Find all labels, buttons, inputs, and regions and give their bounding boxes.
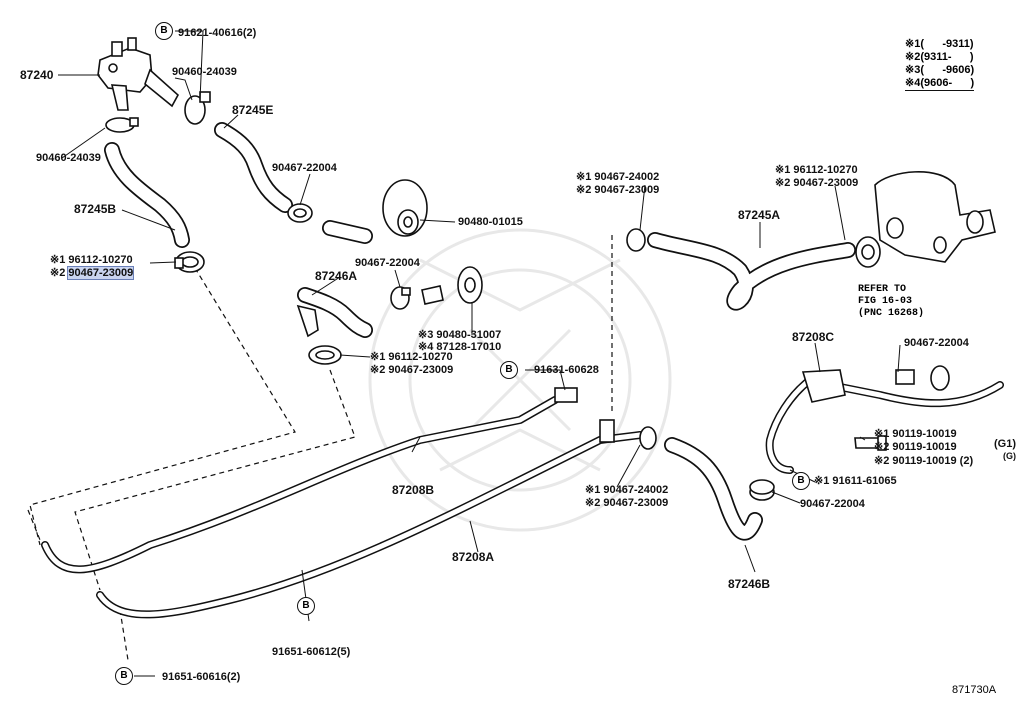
bolt-marker-b: B <box>500 361 518 379</box>
legend-row-3: ※3( -9606) <box>905 64 974 77</box>
dashed-guides <box>27 235 613 661</box>
label-87128: ※4 87128-17010 <box>418 341 502 353</box>
label-96112-b: ※1 96112-10270 <box>370 351 453 363</box>
label-g: (G) <box>1003 451 1016 461</box>
bolt-marker-b: B <box>155 22 173 40</box>
label-91621: 91621-40616(2) <box>178 27 257 39</box>
label-90467-23009-b: ※2 90467-23009 <box>370 364 454 376</box>
bolt-marker-b: B <box>792 472 810 490</box>
refer-line-3: (PNC 16268) <box>858 308 925 319</box>
refer-line-2: FIG 16-03 <box>858 296 913 307</box>
water-valve-87240 <box>97 37 180 111</box>
label-87245a: 87245A <box>738 208 781 222</box>
diagram-number: 871730A <box>952 684 997 696</box>
clamps-87245a <box>626 228 881 268</box>
watermark <box>368 228 672 532</box>
refer-line-1: REFER TO <box>858 284 907 295</box>
label-90467-22004-a: 90467-22004 <box>272 162 337 174</box>
legend-mark: ※2 <box>905 51 921 63</box>
label-90467-23009-e: ※2 90467-23009 <box>585 497 669 509</box>
label-90467-24002-b: ※1 90467-24002 <box>585 484 669 496</box>
pipe-87208a <box>96 419 657 619</box>
label-87246a: 87246A <box>315 269 358 283</box>
hose-87246a <box>296 287 373 338</box>
label-87245e: 87245E <box>232 103 274 117</box>
label-91631: 91631-60628 <box>534 364 599 376</box>
label-87208b: 87208B <box>392 483 435 497</box>
label-87246b: 87246B <box>728 577 771 591</box>
label-90119-1: ※1 90119-10019 <box>874 428 957 440</box>
legend-row-1: ※1( -9311) <box>905 38 974 51</box>
legend-range: (9606- ) <box>920 77 975 89</box>
legend-range: ( -9311) <box>920 38 974 50</box>
legend-row-2: ※2(9311- ) <box>905 51 974 64</box>
label-90460-b: 90460-24039 <box>36 152 101 164</box>
label-91611: ※1 91611-61065 <box>814 475 897 487</box>
legend-row-4: ※4(9606- ) <box>905 77 975 91</box>
hose-87245e <box>214 122 293 213</box>
label-87245b: 87245B <box>74 202 117 216</box>
clamp-87245e <box>287 203 313 223</box>
label-90119-2-g: ※2 90119-10019 (2) <box>874 455 974 467</box>
hose-87245b <box>104 142 190 248</box>
pipe-87208b <box>41 387 578 574</box>
bolt-marker-b: B <box>115 667 133 685</box>
label-96112-c: ※1 96112-10270 <box>775 164 858 176</box>
bolt-marker-b: B <box>297 597 315 615</box>
legend-range: ( -9606) <box>920 64 975 76</box>
clamps-87246a <box>308 266 483 365</box>
legend-mark: ※1 <box>905 38 921 50</box>
label-90119-2: ※2 90119-10019 <box>874 441 957 453</box>
leader-lines <box>58 30 901 677</box>
water-outlet-housing <box>874 171 996 263</box>
hose-87245a <box>647 232 856 311</box>
label-90467-22004-d: 90467-22004 <box>800 498 865 510</box>
label-90480-31007: ※3 90480-31007 <box>418 329 502 341</box>
bolt-90119 <box>854 435 887 451</box>
label-90467-22004-c: 90467-22004 <box>904 337 969 349</box>
grommet-90480-01015 <box>382 179 428 237</box>
hose-87246b <box>664 437 763 541</box>
label-g1: (G1) <box>994 438 1016 450</box>
label-90467-22004-b: 90467-22004 <box>355 257 420 269</box>
label-90480-01015: 90480-01015 <box>458 216 523 228</box>
label-91651-2: 91651-60616(2) <box>162 671 241 683</box>
clamp-87245b <box>174 251 205 273</box>
label-96112-a: ※1 96112-10270 <box>50 254 133 266</box>
label-87240: 87240 <box>20 68 54 82</box>
label-90467-23009-c: ※2 90467-23009 <box>775 177 859 189</box>
pipe-87208c <box>765 365 1004 474</box>
label-87208a: 87208A <box>452 550 495 564</box>
note-mark: ※2 <box>50 267 69 279</box>
applicability-legend: ※1( -9311) ※2(9311- ) ※3( -9606) ※4(9606… <box>905 38 975 91</box>
short-pipe-top <box>322 220 373 244</box>
label-91651-5: 91651-60612(5) <box>272 646 351 658</box>
legend-mark: ※4 <box>905 77 921 89</box>
refer-note: REFER TO FIG 16-03 (PNC 16268) <box>858 284 924 320</box>
label-87208c: 87208C <box>792 330 835 344</box>
legend-mark: ※3 <box>905 64 921 76</box>
legend-range: (9311- ) <box>920 51 974 63</box>
label-note2-a: ※2 90467-23009 <box>50 266 135 280</box>
clamp-87246b <box>749 479 775 501</box>
label-90467-24002-a: ※1 90467-24002 <box>576 171 660 183</box>
highlighted-part-number[interactable]: 90467-23009 <box>67 266 135 280</box>
label-90460-a: 90460-24039 <box>172 66 237 78</box>
label-90467-23009-d: ※2 90467-23009 <box>576 184 660 196</box>
